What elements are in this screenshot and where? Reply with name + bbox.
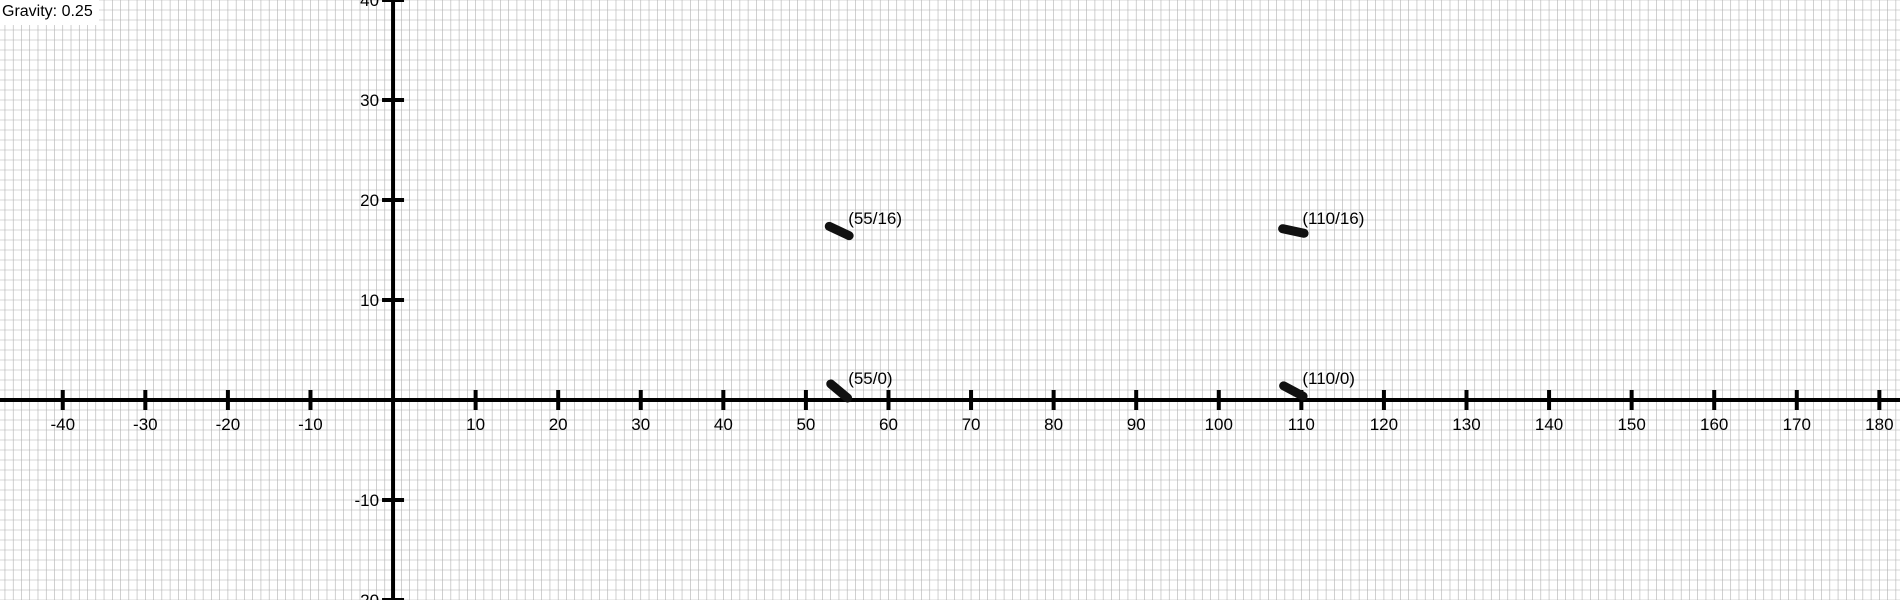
x-tick-label: 50 [796,415,815,434]
x-tick-label: 80 [1044,415,1063,434]
gravity-label: Gravity: [2,3,58,20]
x-tick-label: 180 [1865,415,1893,434]
y-tick-label: 30 [360,91,379,110]
objects-layer[interactable]: (55/16) (110/16) (55/0) (110/0) [824,209,1365,403]
object-coordinate-label: (110/0) [1302,369,1355,388]
x-tick-label: 70 [962,415,981,434]
x-tick-label: -30 [133,415,158,434]
physics-object[interactable]: (110/0) [1279,369,1355,401]
x-tick-label: -20 [216,415,241,434]
y-tick-label: -10 [354,491,379,510]
object-body[interactable] [1279,381,1308,401]
object-body[interactable] [826,379,853,403]
x-axis-ticks: -40 -30 -20 -10 10 20 30 40 50 60 70 80 90 100 110 120 1… [50,390,1894,434]
x-tick-label: 60 [879,415,898,434]
x-tick-label: 170 [1783,415,1811,434]
y-tick-label: 40 [360,0,379,10]
y-tick-label: 10 [360,291,379,310]
x-tick-label: 40 [714,415,733,434]
object-coordinate-label: (55/0) [848,369,892,388]
x-tick-label: 140 [1535,415,1563,434]
gravity-value: 0.25 [61,3,93,20]
x-tick-label: -40 [50,415,75,434]
x-tick-label: 10 [466,415,485,434]
object-coordinate-label: (110/16) [1302,209,1364,228]
physics-object[interactable]: (55/0) [826,369,893,403]
x-tick-label: -10 [298,415,323,434]
y-tick-label: 20 [360,191,379,210]
y-tick-label: -20 [354,591,379,600]
physics-object[interactable]: (55/16) [824,209,902,241]
x-tick-label: 90 [1127,415,1146,434]
x-tick-label: 120 [1370,415,1398,434]
x-tick-label: 100 [1205,415,1233,434]
x-tick-label: 30 [631,415,650,434]
x-tick-label: 20 [549,415,568,434]
x-tick-label: 160 [1700,415,1728,434]
x-tick-label: 130 [1452,415,1480,434]
object-body[interactable] [1278,224,1309,238]
x-tick-label: 150 [1617,415,1645,434]
object-coordinate-label: (55/16) [848,209,902,228]
physics-object[interactable]: (110/16) [1278,209,1365,238]
gravity-readout: Gravity: 0.25 [0,0,99,25]
y-axis-ticks: -20 -10 10 20 30 40 [354,0,405,600]
x-tick-label: 110 [1288,415,1315,434]
object-body[interactable] [824,221,854,241]
